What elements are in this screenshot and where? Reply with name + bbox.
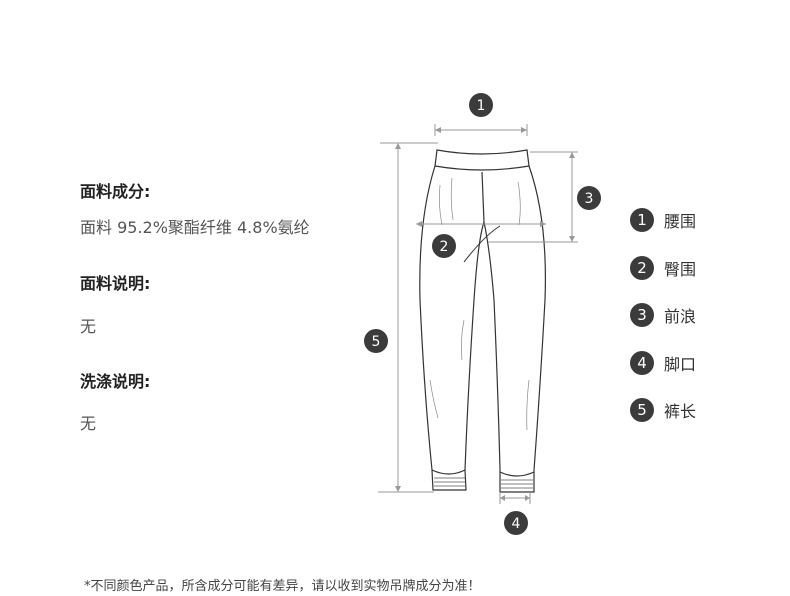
marker-4: 4 <box>504 511 528 535</box>
fabric-composition-title: 面料成分: <box>80 182 151 201</box>
legend-item-rise: 3 前浪 <box>630 303 696 327</box>
legend-item-hip: 2 臀围 <box>630 256 696 280</box>
svg-text:4: 4 <box>512 516 521 532</box>
legend-label: 腰围 <box>664 212 697 231</box>
legend-badge: 1 <box>630 208 654 232</box>
legend-badge: 4 <box>630 351 654 375</box>
legend-item-waist: 1 腰围 <box>630 208 696 232</box>
footnote: *不同颜色产品，所含成分可能有差异，请以收到实物吊牌成分为准！ <box>84 579 481 594</box>
svg-text:2: 2 <box>440 239 449 255</box>
legend-badge: 2 <box>630 256 654 280</box>
legend-item-length: 5 裤长 <box>630 398 696 422</box>
pants-measurement-diagram: 1 2 3 4 5 <box>364 93 601 535</box>
marker-5: 5 <box>364 329 388 353</box>
legend-label: 前浪 <box>664 307 697 326</box>
washing-value: 无 <box>80 414 97 433</box>
marker-2: 2 <box>432 234 456 258</box>
legend-badge: 3 <box>630 303 654 327</box>
legend-item-cuff: 4 脚口 <box>630 351 696 375</box>
svg-text:1: 1 <box>477 98 486 114</box>
fabric-note-title: 面料说明: <box>80 274 151 293</box>
svg-text:5: 5 <box>372 334 381 350</box>
marker-1: 1 <box>469 93 493 117</box>
svg-text:3: 3 <box>585 191 594 207</box>
fabric-composition-value: 面料 95.2%聚酯纤维 4.8%氨纶 <box>80 218 310 237</box>
fabric-fold-lines <box>429 177 530 431</box>
legend-label: 脚口 <box>664 355 697 374</box>
pants-outline <box>419 149 546 493</box>
legend-badge: 5 <box>630 398 654 422</box>
legend-label: 臀围 <box>664 260 697 279</box>
cuff-rib-lines <box>434 477 533 489</box>
washing-title: 洗涤说明: <box>80 372 151 391</box>
legend-label: 裤长 <box>664 402 697 421</box>
marker-3: 3 <box>577 186 601 210</box>
fabric-note-value: 无 <box>80 317 97 336</box>
